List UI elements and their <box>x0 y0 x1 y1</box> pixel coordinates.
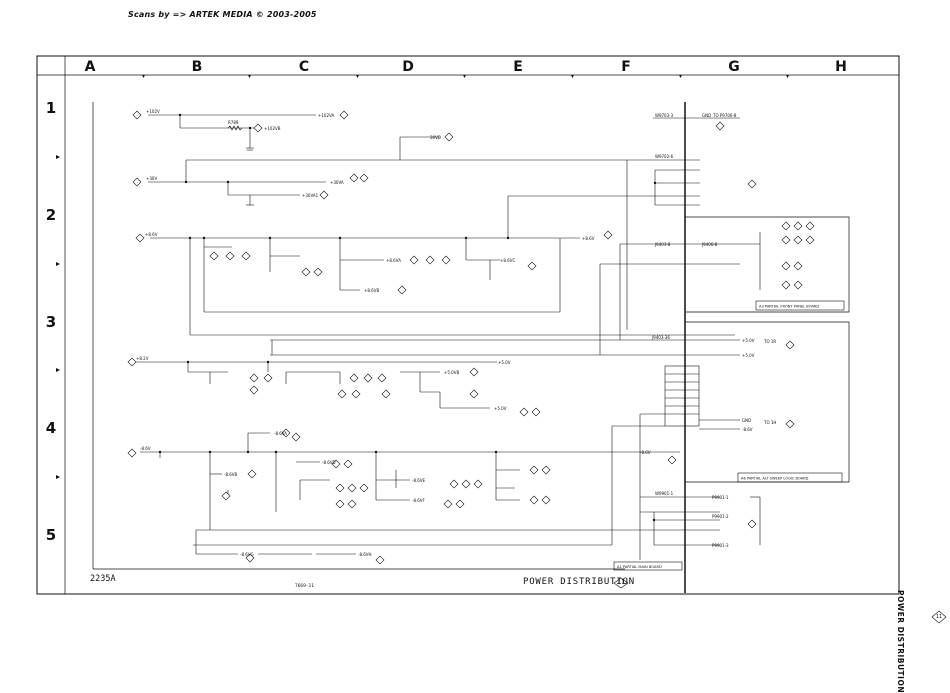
grid-col-d: D <box>402 59 414 75</box>
label-plus30v: +30V <box>146 176 157 181</box>
label-p9901-3: P9901-3 <box>712 543 729 548</box>
label-plus5v-fp: +5.0V <box>742 338 755 343</box>
grid-col-e: E <box>513 59 523 75</box>
label-to-1h: TO 1H <box>763 420 776 425</box>
label-gnd-alt: GND <box>742 418 751 423</box>
corner-diamond <box>931 610 947 624</box>
label-minus8v6g: -8.6VG <box>240 552 254 557</box>
alt-sweep-outline <box>685 321 850 483</box>
label-minus8v6-alt: -8.6V <box>742 427 753 432</box>
grid-col-g: G <box>728 59 740 75</box>
frame-border <box>36 55 900 595</box>
label-j9403: J9403-8 <box>654 242 671 247</box>
grid-row-1: 1 <box>45 99 57 117</box>
document-number: 2235A <box>90 574 116 584</box>
label-plus8v6a: +8.6VA <box>386 258 401 263</box>
label-minus8v6f: -8.6VF <box>412 498 426 503</box>
grid-tick <box>786 75 789 78</box>
grid-col-h: H <box>835 59 847 75</box>
schematic-drawing: A3 PARTIAL FRONT PANEL BOARD A6 PARTIAL … <box>36 55 947 624</box>
label-plus102vb: +102VB <box>264 126 281 131</box>
main-board-outline <box>92 102 625 570</box>
main-board-label: A1 PARTIAL MAIN BOARD <box>617 565 662 569</box>
label-minus8v6: -8.6V <box>140 446 151 451</box>
label-j9403-36: J9403-36 <box>651 335 670 340</box>
title-diagram-diamond <box>613 577 629 589</box>
label-p9901-1: P9901-1 <box>712 495 729 500</box>
label-w9901: W9901-1 <box>655 491 674 496</box>
label-plus8v6: +8.6V <box>582 236 595 241</box>
grid-tick <box>463 75 466 78</box>
label-to-p9706: TO P9706-8 <box>712 113 737 118</box>
corner-number: 11 <box>935 614 943 620</box>
label-plus8v2: +8.2V <box>136 356 149 361</box>
drawing-code: 7669-11 <box>295 584 314 589</box>
label-minus8v6-main: -8.6V <box>640 450 651 455</box>
grid-tick <box>679 75 682 78</box>
label-p9901-2: P9901-2 <box>712 514 729 519</box>
grid-tick <box>56 155 60 159</box>
grid-row-4: 4 <box>45 419 57 437</box>
main-board-label-box <box>613 561 683 571</box>
label-plus102va: +102VA <box>318 113 334 118</box>
label-minus8v6e: -8.6VE <box>412 478 426 483</box>
label-plus8v6c: +8.6VC <box>500 258 515 263</box>
label-minus8v6a: -8.6VA <box>274 431 287 436</box>
label-plus8v6: +8.6V <box>145 232 158 237</box>
label-plus30va: +30VA <box>330 180 344 185</box>
grid-tick <box>571 75 574 78</box>
grid-tick <box>56 368 60 372</box>
grid-row-5: 5 <box>45 526 57 544</box>
grid-tick <box>248 75 251 78</box>
alt-sweep-board-label-box <box>737 472 843 483</box>
grid-col-b: B <box>191 59 203 75</box>
label-minus8v6d: -8.6VD <box>322 460 336 465</box>
label-plus8v6b: +8.6VB <box>364 288 379 293</box>
schematic-sheet: Scans by => ARTEK MEDIA © 2003-2005 A B … <box>36 10 947 693</box>
grid-tick <box>142 75 145 78</box>
label-plus5v: +5.0V <box>494 406 507 411</box>
side-title: POWER DISTRIBUTION <box>896 590 905 693</box>
label-to-1r: TO 1R <box>763 339 776 344</box>
front-panel-outline <box>685 216 850 313</box>
grid-tick <box>56 262 60 266</box>
label-w9703: W9703-3 <box>655 113 674 118</box>
front-panel-board-label: A3 PARTIAL FRONT PANEL BOARD <box>759 305 819 309</box>
label-r789: R789 <box>228 120 239 125</box>
grid-row-3: 3 <box>45 313 57 331</box>
label-j9406: J9406-8 <box>701 242 718 247</box>
diagram-number: 11 <box>617 579 625 586</box>
grid-row-2: 2 <box>45 206 57 224</box>
label-plus5v-fp2: +5.0V <box>742 353 755 358</box>
diagram-title: POWER DISTRIBUTION <box>523 577 635 587</box>
label-minus8v6h: -8.6VH <box>358 552 372 557</box>
grid-tick <box>56 475 60 479</box>
label-w9702: W9702-6 <box>655 154 674 159</box>
alt-sweep-board-label: A6 PARTIAL ALT SWEEP LOGIC BOARD <box>741 477 809 481</box>
front-panel-board-label-box <box>755 300 845 311</box>
grid-col-f: F <box>621 59 631 75</box>
grid-tick <box>356 75 359 78</box>
label-30vd: 30VD <box>430 135 441 140</box>
label-plus30va1: +30VA1 <box>302 193 319 198</box>
scan-credit: Scans by => ARTEK MEDIA © 2003-2005 <box>128 10 317 19</box>
label-plus5vb: +5.0VB <box>444 370 459 375</box>
grid-col-a: A <box>84 59 96 75</box>
label-minus8v6b: -8.6VB <box>224 472 238 477</box>
label-plus102v: +102V <box>146 109 160 114</box>
grid-col-c: C <box>298 59 310 75</box>
label-plus5v: +5.0V <box>498 360 511 365</box>
resistor-r789 <box>227 125 243 131</box>
label-gnd: GND <box>702 113 711 118</box>
connector-j9403 <box>664 365 700 427</box>
